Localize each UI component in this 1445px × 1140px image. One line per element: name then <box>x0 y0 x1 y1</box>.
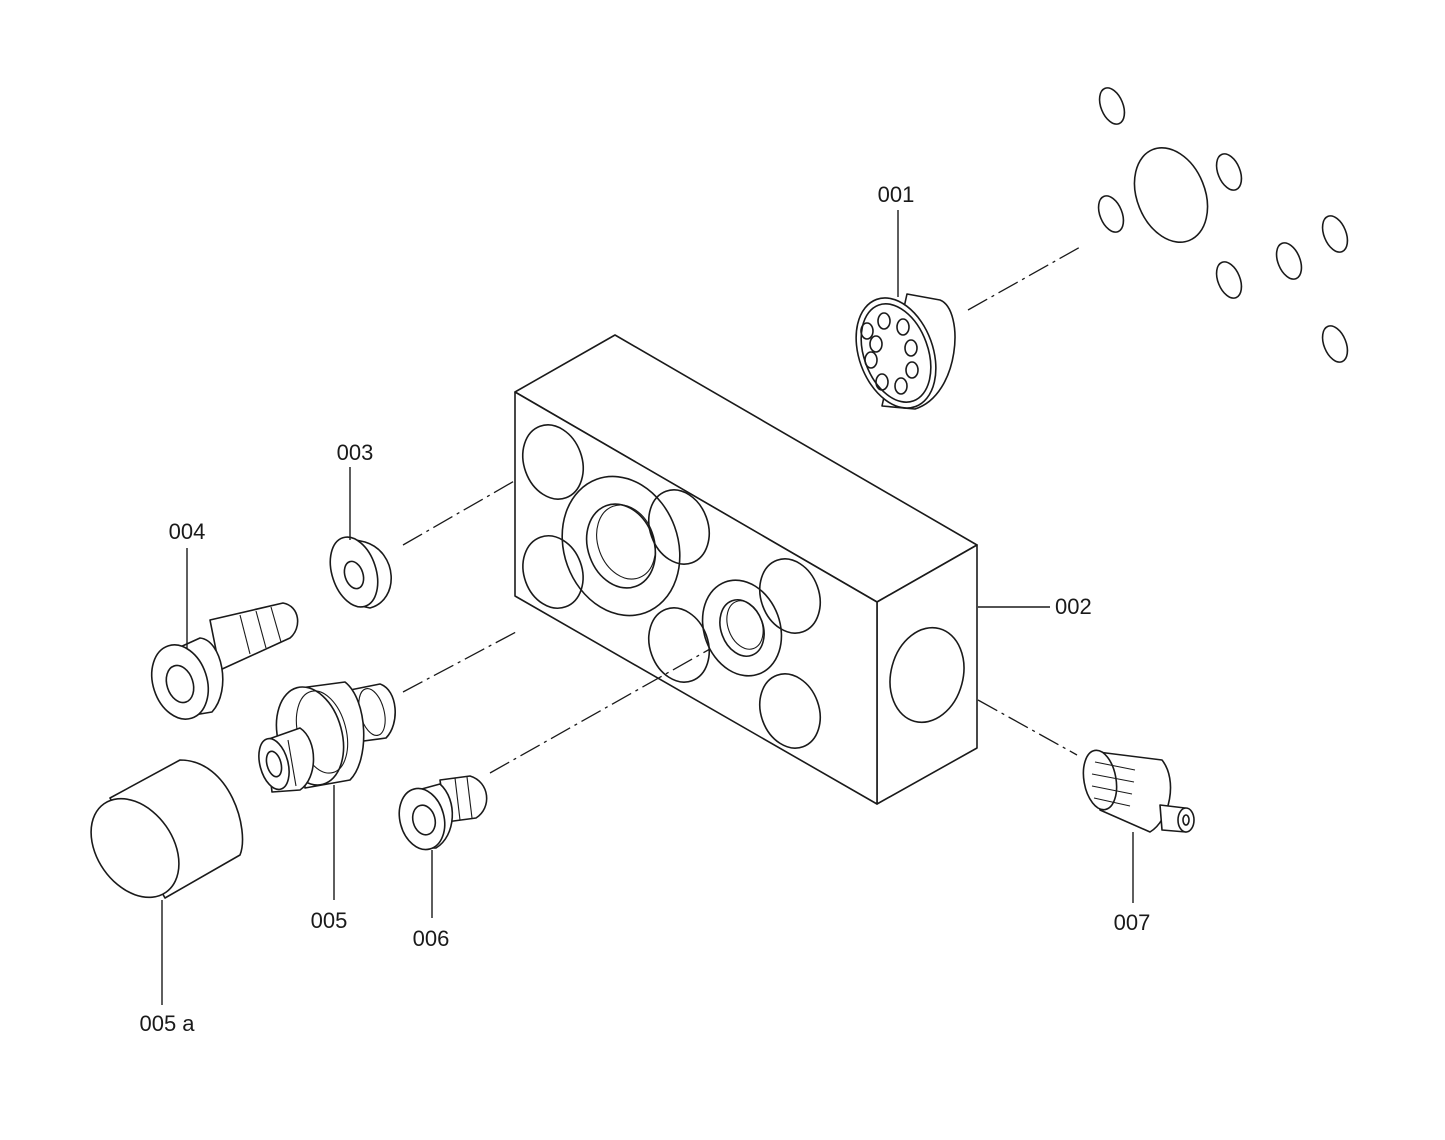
part-labels: 001 002 003 004 005 005 a 006 007 <box>139 182 1150 1036</box>
part-001-disc <box>855 293 956 410</box>
part-006-plug <box>398 775 488 851</box>
label-005: 005 <box>311 908 348 933</box>
label-006: 006 <box>413 926 450 951</box>
label-007: 007 <box>1114 910 1151 935</box>
label-004: 004 <box>169 519 206 544</box>
valve-block <box>514 334 978 805</box>
part-003-washer <box>329 536 392 609</box>
part-007-fitting <box>1082 749 1195 833</box>
label-005a: 005 a <box>139 1011 195 1036</box>
part-005a-cap <box>90 759 244 899</box>
o-ring-set <box>1097 87 1349 363</box>
label-002: 002 <box>1055 594 1092 619</box>
part-005-valve <box>258 681 396 793</box>
assembly-lines <box>402 245 1083 774</box>
part-004-bolt <box>150 602 299 720</box>
leader-lines <box>161 210 1134 1005</box>
label-001: 001 <box>878 182 915 207</box>
label-003: 003 <box>337 440 374 465</box>
